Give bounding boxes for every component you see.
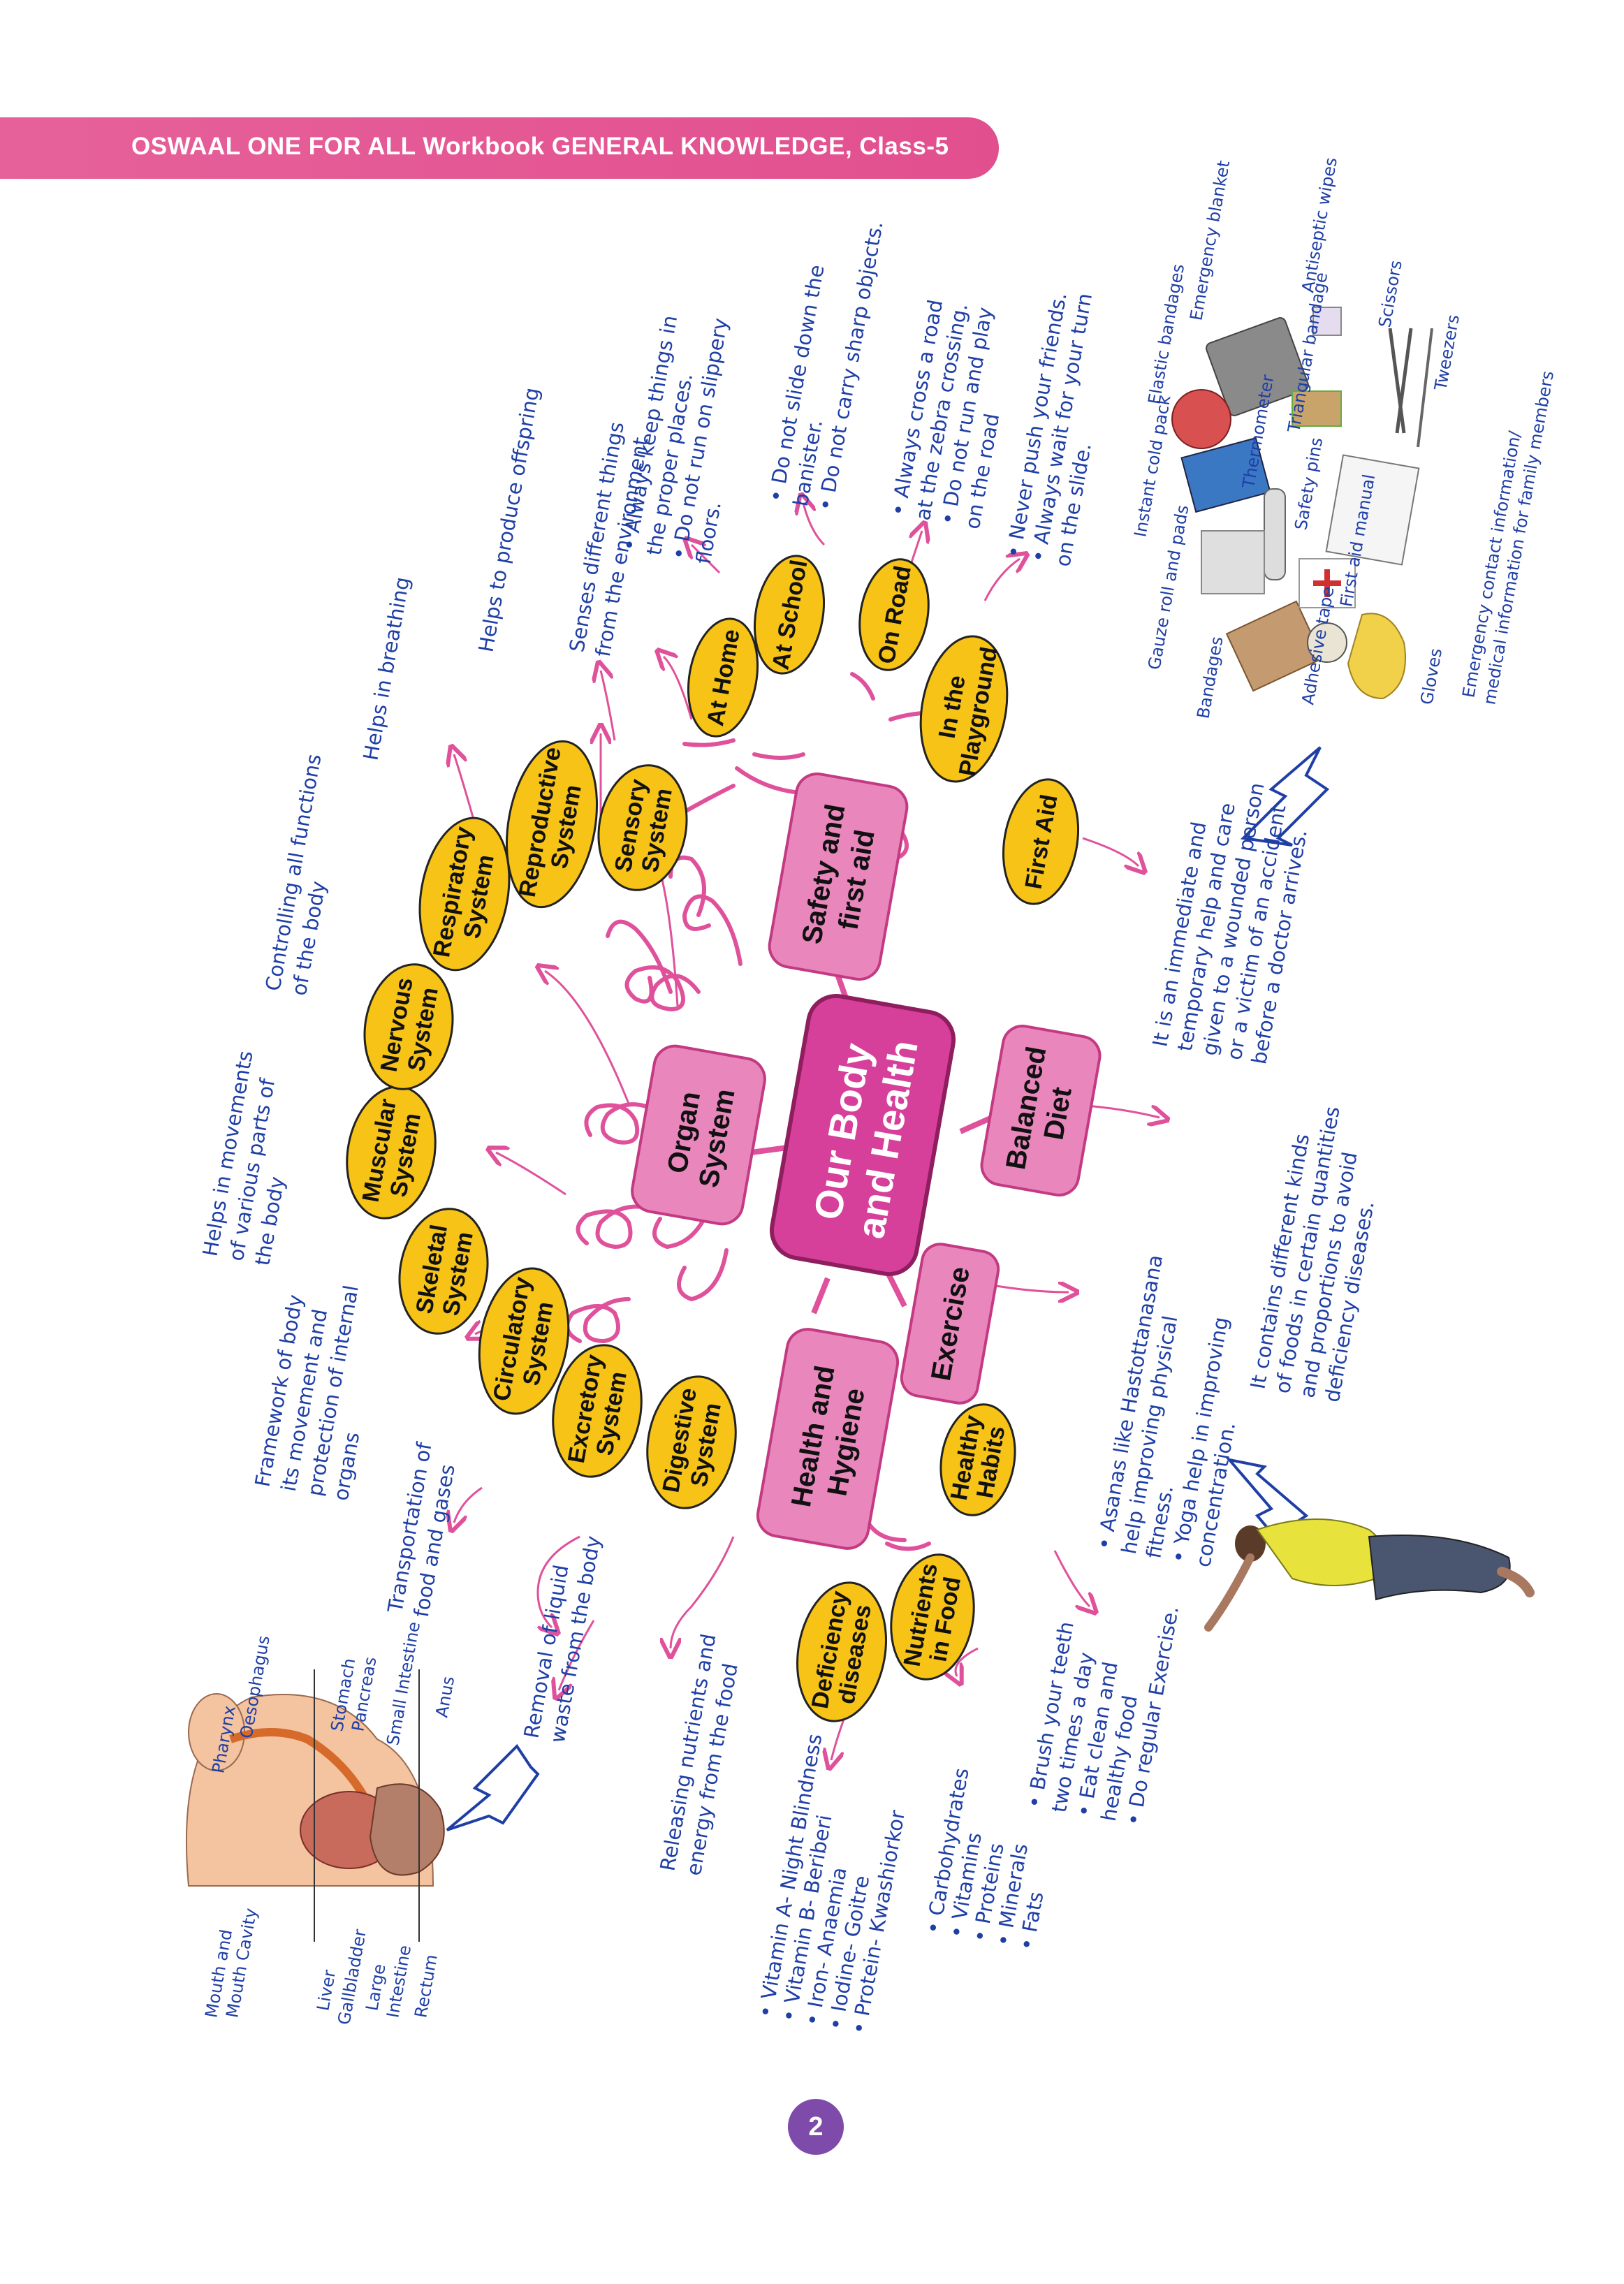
branch-boxes: Organ System Safety and first aid Balanc… xyxy=(631,772,1102,1550)
nutrients-in-food-oval: Nutrients in Food xyxy=(890,1553,975,1681)
svg-text:Intestine: Intestine xyxy=(383,1944,415,2019)
healthy-habits-oval: Healthy Habits xyxy=(939,1403,1016,1516)
center-node: Our Body and Health xyxy=(769,993,956,1277)
playground-desc: • Never push your friends. • Always wait… xyxy=(1001,291,1097,569)
red-cross-icon xyxy=(1313,569,1341,597)
on-road-oval: On Road xyxy=(858,558,930,671)
health-hygiene-box: Health and Hygiene xyxy=(756,1328,900,1550)
nutrients-desc: • Carbohydrates • Vitamins • Proteins • … xyxy=(921,1766,1048,1952)
digestive-system-oval: Digestive System xyxy=(646,1375,737,1509)
diet-desc: It contains different kinds of foods in … xyxy=(1245,1104,1378,1404)
respiratory-desc: Helps in breathing xyxy=(358,575,414,762)
deficiency-diseases-oval: Deficiency diseases xyxy=(796,1581,887,1722)
exercise-box: Exercise xyxy=(900,1243,1000,1405)
at-home-oval: At Home xyxy=(687,617,759,738)
gloves-icon xyxy=(1347,613,1406,700)
circulatory-system-oval: Circulatory System xyxy=(478,1267,570,1415)
digestive-desc: Releasing nutrients and energy from the … xyxy=(655,1632,742,1877)
head-icon xyxy=(1235,1525,1266,1562)
instant-cold-pack-label: Instant cold pack xyxy=(1130,394,1174,539)
healthy-habits-desc: • Brush your teeth two times a day • Eat… xyxy=(1022,1604,1183,1827)
emergency-info-icon xyxy=(1325,454,1420,566)
gauze-label: Gauze roll and pads xyxy=(1144,504,1192,671)
excretory-system-oval: Excretory System xyxy=(552,1344,643,1478)
balanced-diet-box: Balanced Diet xyxy=(980,1025,1102,1196)
at-school-oval: At School xyxy=(753,555,826,675)
cold-pack-icon xyxy=(1180,437,1271,513)
adhesive-tape-icon xyxy=(1307,622,1347,663)
nervous-system-oval: Nervous System xyxy=(363,963,454,1090)
svg-text:Gallbladder: Gallbladder xyxy=(334,1928,370,2026)
page-number: 2 xyxy=(788,2099,844,2155)
emergency-blanket-label: Emergency blanket xyxy=(1186,159,1234,322)
bandages-label: Bandages xyxy=(1193,635,1227,720)
svg-text:Rectum: Rectum xyxy=(411,1953,441,2019)
svg-text:Anus: Anus xyxy=(432,1675,458,1719)
bandages-icon xyxy=(1225,600,1324,692)
circulatory-desc: Transportation of food and gases xyxy=(383,1440,460,1619)
safety-ovals: At Home At School On Road In the Playgro… xyxy=(687,555,1080,905)
at-school-desc: • Do not slide down the banister. • Do n… xyxy=(763,219,887,513)
tweezers-icon xyxy=(1417,328,1433,448)
skeletal-system-oval: Skeletal System xyxy=(398,1208,489,1335)
arm-icon xyxy=(1204,1553,1254,1632)
reproductive-desc: Helps to produce offspring xyxy=(474,386,543,654)
svg-text:• Do not carry sharp objects.: • Do not carry sharp objects. xyxy=(813,219,887,513)
muscular-desc: Helps in movements of various parts of t… xyxy=(198,1049,289,1268)
digestive-diagram-illustration xyxy=(185,1669,445,1942)
sensory-system-oval: Sensory System xyxy=(597,764,688,891)
yoga-figure-illustration xyxy=(1204,1518,1535,1632)
curly-connectors xyxy=(565,672,963,1551)
first-aid-desc: It is an immediate and temporary help an… xyxy=(1148,781,1311,1066)
tweezers-label: Tweezers xyxy=(1431,313,1463,393)
header-title: OSWAAL ONE FOR ALL Workbook GENERAL KNOW… xyxy=(131,133,949,160)
elastic-bandages-label: Elastic bandages xyxy=(1144,263,1188,406)
hygiene-ovals: Healthy Habits Nutrients in Food Deficie… xyxy=(796,1403,1016,1722)
intestine-icon xyxy=(369,1783,445,1876)
gloves-label: Gloves xyxy=(1417,647,1446,706)
at-home-desc: • Always keep things in the proper place… xyxy=(617,314,732,566)
first-aid-kit-illustration xyxy=(1171,307,1433,700)
elastic-bandage-icon xyxy=(1171,389,1231,449)
svg-text:Helps to produce offspring: Helps to produce offspring xyxy=(474,386,543,654)
organ-system-box: Organ System xyxy=(631,1044,766,1226)
scissors-icon xyxy=(1388,328,1413,434)
first-aid-oval: First Aid xyxy=(1002,778,1080,905)
emergency-blanket-icon xyxy=(1206,317,1309,416)
svg-text:Small Intestine: Small Intestine xyxy=(383,1620,424,1747)
legs-icon xyxy=(1497,1567,1535,1597)
gauze-icon xyxy=(1201,530,1265,594)
svg-text:Liver: Liver xyxy=(313,1968,339,2012)
nervous-desc: Controlling all functions of the body xyxy=(261,752,330,997)
on-road-desc: • Always cross a road at the zebra cross… xyxy=(886,298,1004,531)
excretory-desc: Removal of liquid waste from the body xyxy=(519,1534,605,1745)
shirt-icon xyxy=(1256,1518,1386,1586)
organ-system-ovals: Digestive System Excretory System Circul… xyxy=(346,740,737,1509)
muscular-system-oval: Muscular System xyxy=(346,1085,437,1220)
svg-text:Helps in breathing: Helps in breathing xyxy=(358,575,414,762)
skeletal-desc: Framework of body its movement and prote… xyxy=(250,1283,364,1502)
in-the-playground-oval: In the Playground xyxy=(919,635,1009,783)
header-bar xyxy=(0,117,999,179)
safety-pins-label: Safety pins xyxy=(1291,436,1326,532)
reproductive-system-oval: Reproductive System xyxy=(505,740,599,909)
exercise-desc: • Asanas like Hastottanasana help improv… xyxy=(1092,1253,1240,1569)
safety-first-aid-box: Safety and first aid xyxy=(768,772,909,981)
pants-icon xyxy=(1368,1535,1511,1601)
scissors-label: Scissors xyxy=(1375,258,1405,329)
triangular-bandage-icon xyxy=(1292,390,1342,427)
thermometer-icon xyxy=(1264,488,1286,580)
antiseptic-wipes-icon xyxy=(1312,307,1342,336)
deficiency-desc: • Vitamin A- Night Blindness • Vitamin B… xyxy=(753,1732,909,2036)
respiratory-system-oval: Respiratory System xyxy=(418,817,511,972)
oesophagus-icon xyxy=(229,1728,367,1798)
